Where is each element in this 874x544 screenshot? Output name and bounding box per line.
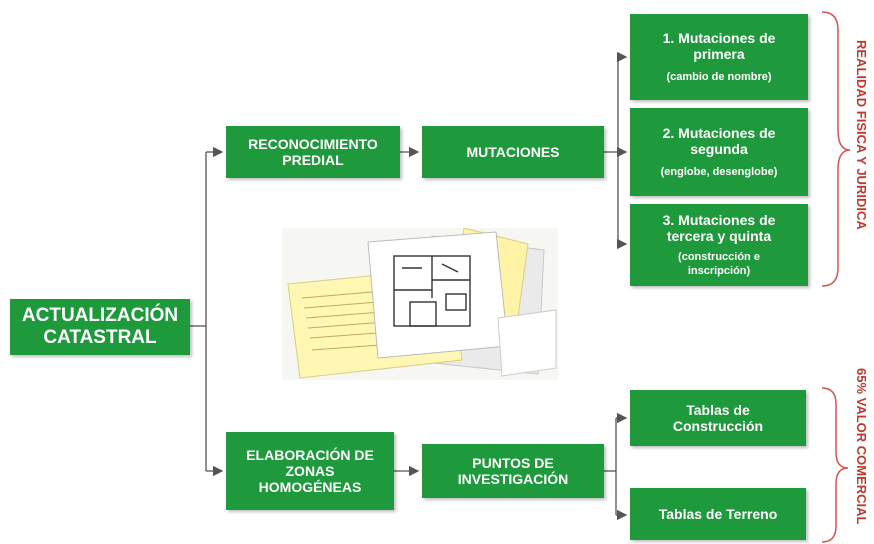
mutaciones-label: MUTACIONES [466, 144, 560, 160]
mut1-line2: primera [693, 46, 745, 62]
mut1-line1: 1. Mutaciones de [662, 30, 776, 46]
puntos-line1: PUNTOS DE [472, 455, 554, 471]
zonas-line3: HOMOGÉNEAS [258, 479, 362, 495]
tabla-construccion-line1: Tablas de [686, 402, 750, 418]
puntos-line2: INVESTIGACIÓN [457, 471, 569, 487]
mut3-line2: tercera y quinta [666, 228, 772, 244]
zonas-homogeneas-box: ELABORACIÓN DE ZONAS HOMOGÉNEAS [226, 432, 394, 510]
reconocimiento-predial-box: RECONOCIMIENTO PREDIAL [226, 126, 400, 178]
mutaciones-primera-box: 1. Mutaciones de primera (cambio de nomb… [630, 14, 808, 100]
brace-bottom [821, 387, 849, 543]
realidad-fisica-juridica-label: REALIDAD FISICA Y JURIDICA [854, 40, 869, 230]
mut1-detail: (cambio de nombre) [666, 71, 772, 83]
actualizacion-catastral-box: ACTUALIZACIÓN CATASTRAL [10, 299, 190, 355]
mut3-detail1: (construcción e [678, 251, 760, 263]
floor-plan-documents-image [282, 228, 558, 380]
mut2-line1: 2. Mutaciones de [662, 125, 776, 141]
mut2-detail: (englobe, desenglobe) [660, 166, 778, 178]
root-line2: CATASTRAL [43, 327, 157, 348]
mut3-line1: 3. Mutaciones de [662, 212, 776, 228]
mutaciones-tercera-quinta-box: 3. Mutaciones de tercera y quinta (const… [630, 204, 808, 286]
root-line1: ACTUALIZACIÓN [21, 305, 179, 326]
mutaciones-segunda-box: 2. Mutaciones de segunda (englobe, desen… [630, 108, 808, 196]
tabla-construccion-line2: Construcción [672, 418, 764, 434]
brace-top [821, 11, 851, 287]
mut2-line2: segunda [690, 141, 748, 157]
tabla-terreno-label: Tablas de Terreno [658, 506, 778, 522]
zonas-line1: ELABORACIÓN DE [246, 447, 374, 463]
zonas-line2: ZONAS [285, 463, 335, 479]
tablas-construccion-box: Tablas de Construcción [630, 390, 806, 446]
reconocimiento-line2: PREDIAL [282, 152, 344, 168]
reconocimiento-line1: RECONOCIMIENTO [248, 136, 378, 152]
tablas-terreno-box: Tablas de Terreno [630, 488, 806, 540]
mut3-detail2: inscripción) [687, 265, 751, 277]
mutaciones-box: MUTACIONES [422, 126, 604, 178]
puntos-investigacion-box: PUNTOS DE INVESTIGACIÓN [422, 444, 604, 498]
valor-comercial-label: 65% VALOR COMERCIAL [854, 368, 869, 525]
